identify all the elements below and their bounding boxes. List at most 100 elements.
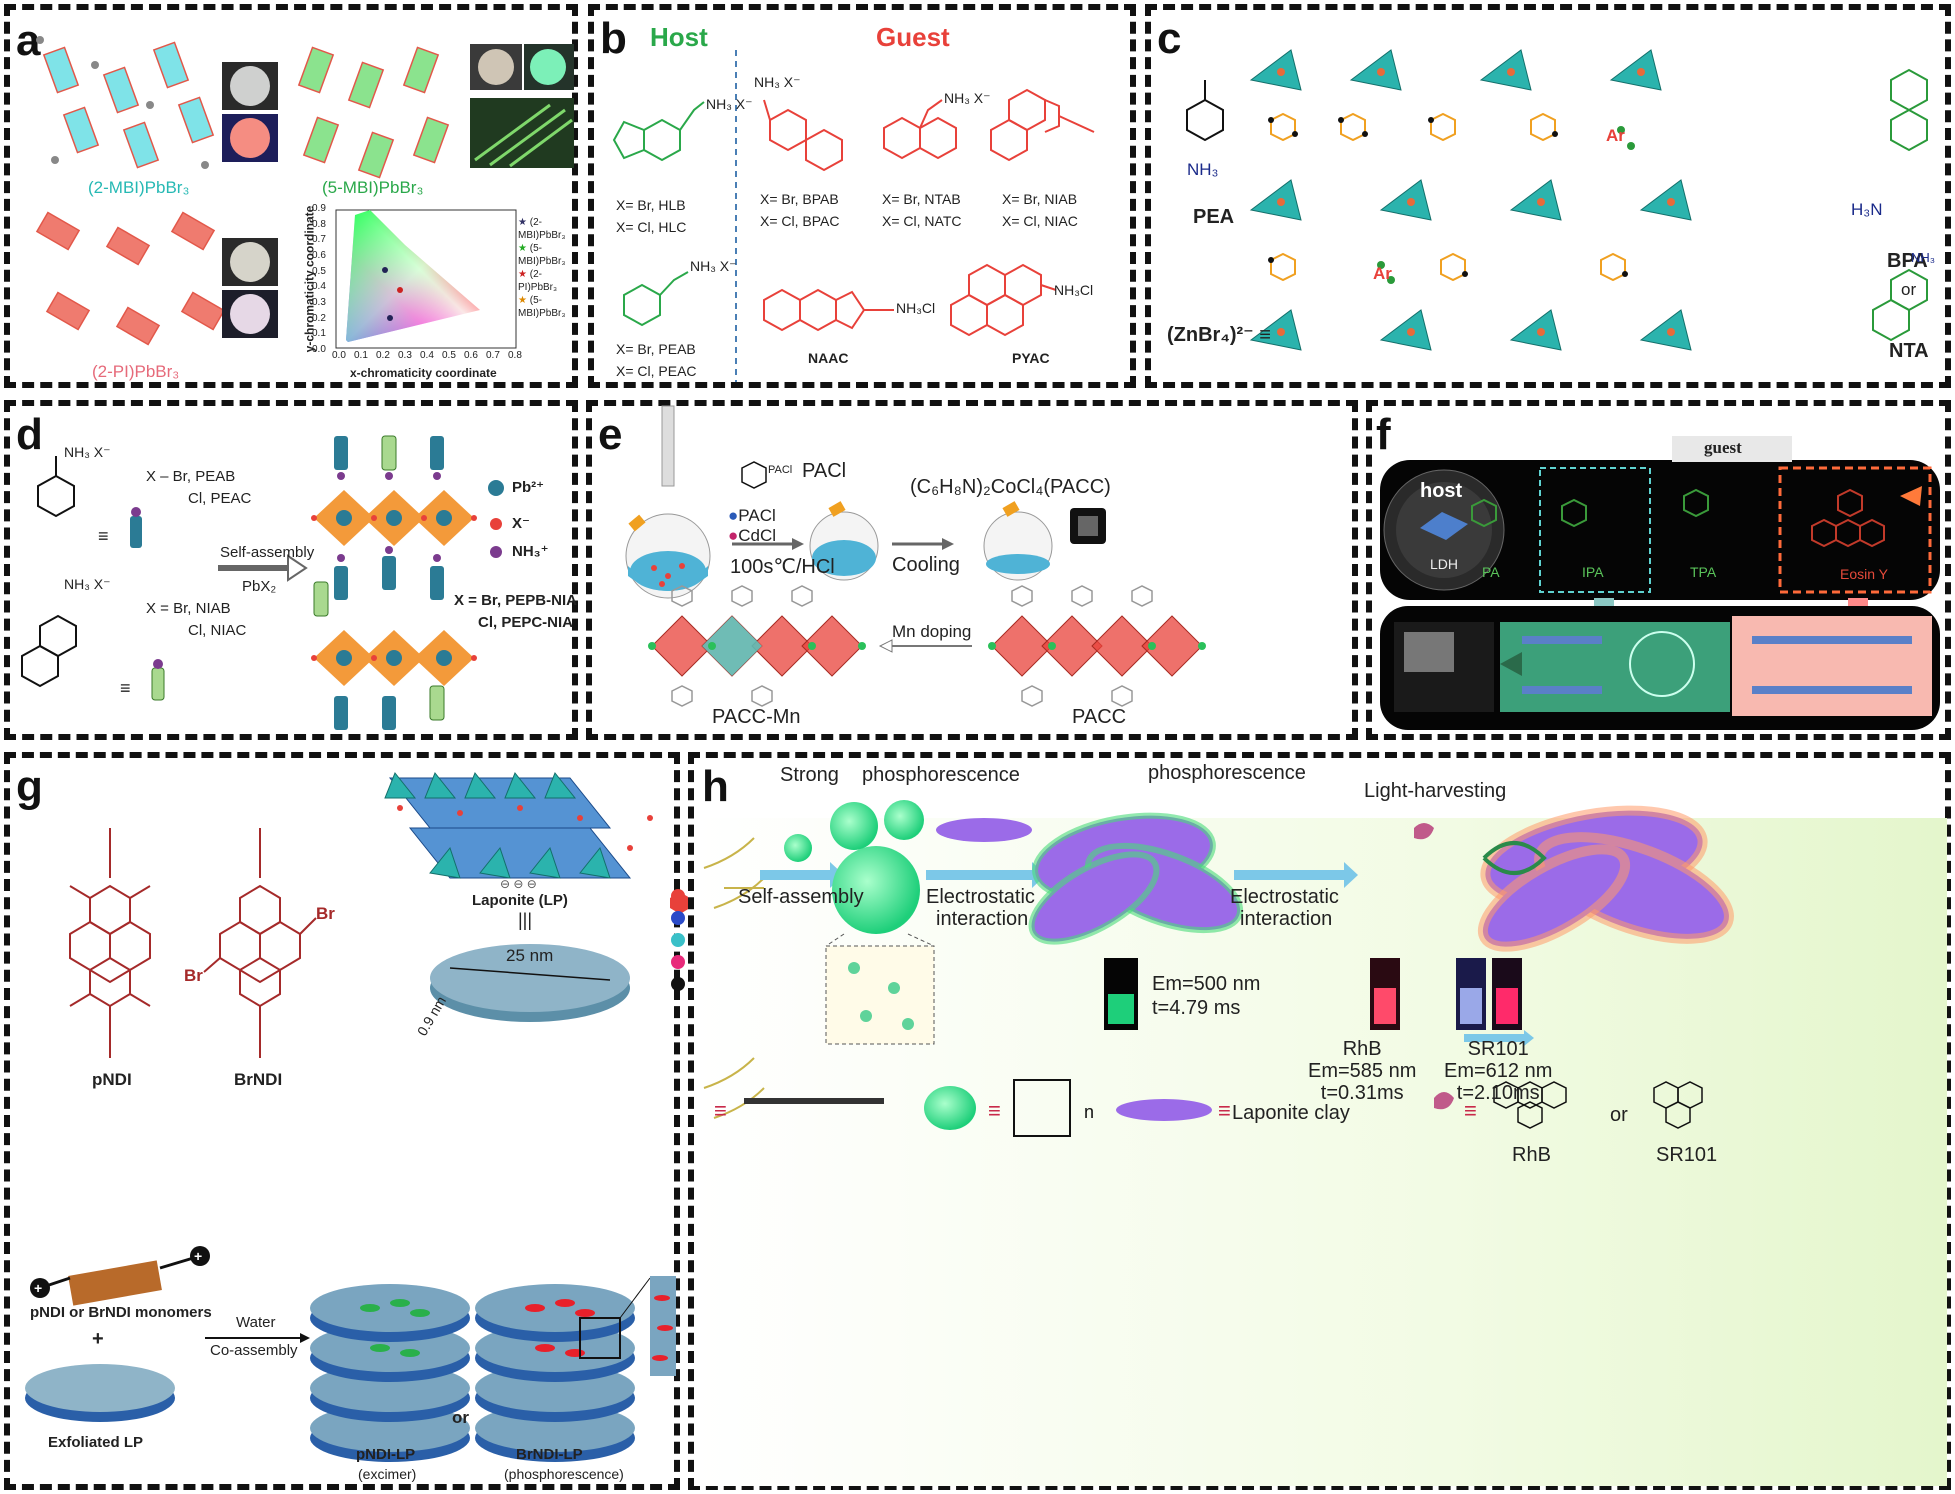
- panel-h: h: [688, 752, 1951, 1490]
- self-assembly-label: Self-assembly: [220, 544, 315, 561]
- znbr4-label: (ZnBr₄)²⁻ ≡: [1167, 324, 1271, 346]
- cie-y-tick: 0.6: [312, 249, 326, 261]
- cie-xlabel: x-chromaticity coordinate: [350, 366, 497, 380]
- light-harvesting-label: Light-harvesting: [1364, 780, 1507, 802]
- bpa-h3n: H₃N: [1851, 200, 1883, 219]
- panel-d-art: [21, 435, 504, 730]
- panel-b-structures: [612, 50, 1095, 382]
- paci-label: PACl: [802, 460, 847, 482]
- nh3cl-fragment: NH₃Cl: [1054, 282, 1094, 298]
- monomers-label: pNDI or BrNDI monomers: [30, 1304, 212, 1321]
- cie-x-tick: 0.4: [420, 350, 434, 361]
- cooling-label: Cooling: [892, 554, 960, 576]
- pndi-label: pNDI: [92, 1070, 132, 1089]
- self-assembly-label: Self-assembly: [738, 886, 864, 908]
- cie-x-tick: 0.5: [442, 350, 456, 361]
- laponite-clay-label: Laponite clay: [1232, 1102, 1350, 1124]
- phos-label: (phosphorescence): [504, 1466, 624, 1482]
- cie-y-tick: 0.1: [312, 328, 326, 340]
- cie-x-tick: 0.7: [486, 350, 500, 361]
- panel-b-label: b: [600, 14, 627, 63]
- panel-f: f guest host LDH: [1366, 400, 1951, 740]
- excimer-label: (excimer): [358, 1466, 417, 1482]
- ar-label: Ar: [1373, 264, 1392, 283]
- equiv-symbol: |||: [518, 910, 533, 930]
- cie-x-tick: 0.8: [508, 350, 522, 361]
- eosin-label: Eosin Y: [1840, 566, 1888, 582]
- legend-pb: Pb²⁺: [512, 479, 545, 496]
- pacc-label: PACC: [1072, 706, 1127, 728]
- svg-text:≡: ≡: [714, 1098, 727, 1123]
- nta-label: NTA: [1889, 340, 1929, 362]
- cie-x-tick: 0.3: [398, 350, 412, 361]
- pea-nh3: NH₃: [1187, 160, 1219, 179]
- panel-e-label: e: [598, 410, 623, 459]
- svg-text:≡: ≡: [988, 1098, 1001, 1123]
- br-label: Br: [184, 966, 203, 985]
- nh3x-fragment: NH₃ X⁻: [706, 96, 753, 112]
- panel-a: a: [4, 4, 578, 388]
- br-label: Br: [316, 904, 335, 923]
- host-title: Host: [650, 22, 708, 52]
- svg-text:≡: ≡: [1218, 1098, 1231, 1123]
- panel-a-art: [35, 36, 574, 349]
- legend-entry: ★ (5-MBI)PbBr₃: [518, 295, 566, 319]
- co-assembly-label: Co-assembly: [210, 1342, 298, 1359]
- svg-text:+: +: [34, 1280, 42, 1296]
- cie-x-tick: 0.2: [376, 350, 390, 361]
- svg-text:⊖ ⊖ ⊖: ⊖ ⊖ ⊖: [500, 877, 537, 891]
- panel-h-label: h: [702, 762, 729, 811]
- compound-label: (2-PI)PbBr₃: [92, 362, 180, 381]
- panel-c-art: [1186, 49, 1928, 351]
- phos-label-1: phosphorescence: [862, 764, 1020, 786]
- guest-label: guest: [1704, 438, 1742, 457]
- panel-d-label: d: [16, 410, 43, 459]
- naac-label: NAAC: [808, 350, 849, 366]
- panel-g-art: ⊖ ⊖ ⊖ + +: [25, 772, 690, 1462]
- cie-y-tick: 0.4: [312, 281, 326, 293]
- or-label: or: [1901, 280, 1917, 299]
- nh3x-fragment: NH₃ X⁻: [944, 90, 991, 106]
- panel-f-label: f: [1376, 410, 1391, 459]
- plus-sign: +: [92, 1328, 104, 1350]
- cie-y-tick: 0.5: [312, 265, 326, 277]
- laponite-label: Laponite (LP): [472, 892, 568, 909]
- ldh-label: LDH: [1430, 556, 1459, 572]
- sr101-bottom-label: SR101: [1656, 1144, 1718, 1166]
- nta-nh3: NH₃: [1911, 250, 1936, 265]
- cie-y-tick: 0.9: [312, 203, 326, 214]
- exfoliated-label: Exfoliated LP: [48, 1434, 144, 1451]
- panel-g: g: [4, 752, 712, 1490]
- ipa-label: IPA: [1582, 564, 1604, 580]
- compound-label: (2-MBI)PbBr₃: [88, 178, 190, 197]
- legend-entry: ★ (5-MBI)PbBr₃: [518, 243, 566, 267]
- bpa-label: BPA: [1887, 250, 1928, 272]
- pacc-formula: (C₆H₈N)₂CoCl₄(PACC): [910, 476, 1111, 498]
- phos-label-2: phosphorescence: [1148, 762, 1306, 784]
- or-label: or: [452, 1408, 469, 1427]
- host-label: host: [1420, 480, 1463, 502]
- pbx2-label: PbX₂: [242, 578, 277, 595]
- eq-symbol: ≡: [120, 678, 131, 698]
- legend-entry: ★ (2-PI)PbBr₃: [518, 269, 558, 293]
- nh3x-fragment: NH₃ X⁻: [64, 444, 111, 460]
- pndi-lp-label: pNDI-LP: [356, 1446, 416, 1463]
- paci-structure-label: PACl: [768, 464, 793, 476]
- svg-text:+: +: [194, 1248, 202, 1264]
- cie-y-tick: 0.3: [312, 296, 326, 308]
- panel-e-art: [625, 405, 1206, 707]
- panel-h-art: ≡ ≡ n ≡ ≡: [694, 800, 1947, 1486]
- cie-y-tick: 0.7: [312, 234, 326, 246]
